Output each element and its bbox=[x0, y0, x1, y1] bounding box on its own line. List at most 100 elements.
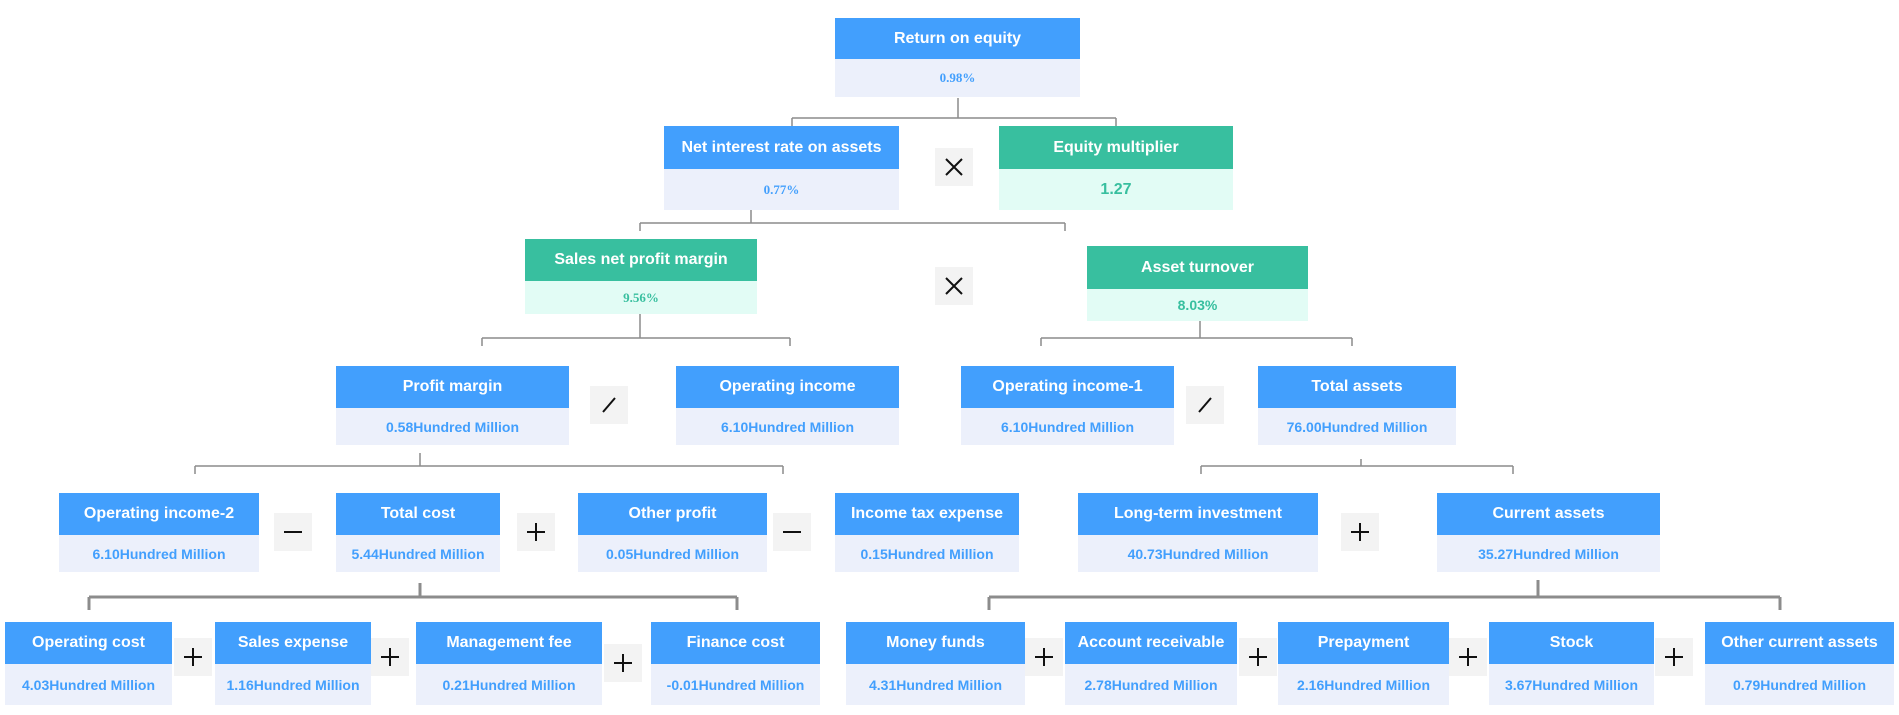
plus-operator bbox=[604, 644, 642, 682]
plus-icon bbox=[381, 648, 399, 666]
node-label: Prepayment bbox=[1278, 622, 1449, 664]
plus-icon bbox=[614, 654, 632, 672]
node-label: Current assets bbox=[1437, 493, 1660, 535]
minus-operator bbox=[773, 513, 811, 551]
node-label: Profit margin bbox=[336, 366, 569, 408]
node-management-fee[interactable]: Management fee 0.21Hundred Million bbox=[416, 622, 602, 705]
node-value: 3.67Hundred Million bbox=[1489, 664, 1654, 705]
plus-operator bbox=[174, 638, 212, 676]
node-value: 8.03% bbox=[1087, 289, 1308, 321]
minus-icon bbox=[783, 531, 801, 533]
divide-icon bbox=[1198, 397, 1212, 413]
divide-operator bbox=[1186, 386, 1224, 424]
times-icon bbox=[945, 277, 963, 295]
node-sales-net-profit-margin[interactable]: Sales net profit margin 9.56% bbox=[525, 239, 757, 314]
node-label: Account receivable bbox=[1065, 622, 1237, 664]
node-total-assets[interactable]: Total assets 76.00Hundred Million bbox=[1258, 366, 1456, 445]
divide-operator bbox=[590, 386, 628, 424]
node-label: Management fee bbox=[416, 622, 602, 664]
plus-icon bbox=[527, 523, 545, 541]
node-finance-cost[interactable]: Finance cost -0.01Hundred Million bbox=[651, 622, 820, 705]
multiply-operator bbox=[935, 267, 973, 305]
plus-icon bbox=[1459, 648, 1477, 666]
node-label: Finance cost bbox=[651, 622, 820, 664]
node-prepayment[interactable]: Prepayment 2.16Hundred Million bbox=[1278, 622, 1449, 705]
node-net-interest-rate-on-assets[interactable]: Net interest rate on assets 0.77% bbox=[664, 126, 899, 210]
plus-operator bbox=[371, 638, 409, 676]
plus-icon bbox=[1249, 648, 1267, 666]
node-equity-multiplier[interactable]: Equity multiplier 1.27 bbox=[999, 126, 1233, 210]
node-value: 0.05Hundred Million bbox=[578, 535, 767, 572]
node-stock[interactable]: Stock 3.67Hundred Million bbox=[1489, 622, 1654, 705]
times-icon bbox=[945, 158, 963, 176]
node-money-funds[interactable]: Money funds 4.31Hundred Million bbox=[846, 622, 1025, 705]
node-label: Long-term investment bbox=[1078, 493, 1318, 535]
node-value: -0.01Hundred Million bbox=[651, 664, 820, 705]
plus-icon bbox=[1665, 648, 1683, 666]
node-value: 4.31Hundred Million bbox=[846, 664, 1025, 705]
node-operating-cost[interactable]: Operating cost 4.03Hundred Million bbox=[5, 622, 172, 705]
node-value: 0.98% bbox=[835, 59, 1080, 97]
plus-icon bbox=[1035, 648, 1053, 666]
node-label: Money funds bbox=[846, 622, 1025, 664]
plus-operator bbox=[1341, 513, 1379, 551]
plus-operator bbox=[1025, 638, 1063, 676]
node-long-term-investment[interactable]: Long-term investment 40.73Hundred Millio… bbox=[1078, 493, 1318, 572]
node-label: Other profit bbox=[578, 493, 767, 535]
node-value: 35.27Hundred Million bbox=[1437, 535, 1660, 572]
node-label: Sales expense bbox=[215, 622, 371, 664]
node-label: Total assets bbox=[1258, 366, 1456, 408]
plus-operator bbox=[1449, 638, 1487, 676]
node-other-current-assets[interactable]: Other current assets 0.79Hundred Million bbox=[1705, 622, 1894, 705]
node-label: Total cost bbox=[336, 493, 500, 535]
node-value: 40.73Hundred Million bbox=[1078, 535, 1318, 572]
node-income-tax-expense[interactable]: Income tax expense 0.15Hundred Million bbox=[835, 493, 1019, 572]
plus-operator bbox=[1239, 638, 1277, 676]
node-return-on-equity[interactable]: Return on equity 0.98% bbox=[835, 18, 1080, 97]
node-label: Operating income-2 bbox=[59, 493, 259, 535]
node-sales-expense[interactable]: Sales expense 1.16Hundred Million bbox=[215, 622, 371, 705]
plus-operator bbox=[517, 513, 555, 551]
plus-icon bbox=[184, 648, 202, 666]
node-other-profit[interactable]: Other profit 0.05Hundred Million bbox=[578, 493, 767, 572]
node-label: Sales net profit margin bbox=[525, 239, 757, 281]
node-operating-income-2[interactable]: Operating income-2 6.10Hundred Million bbox=[59, 493, 259, 572]
multiply-operator bbox=[935, 148, 973, 186]
plus-icon bbox=[1351, 523, 1369, 541]
node-value: 2.16Hundred Million bbox=[1278, 664, 1449, 705]
node-value: 1.16Hundred Million bbox=[215, 664, 371, 705]
node-label: Operating income bbox=[676, 366, 899, 408]
node-label: Other current assets bbox=[1705, 622, 1894, 664]
node-profit-margin[interactable]: Profit margin 0.58Hundred Million bbox=[336, 366, 569, 445]
plus-operator bbox=[1655, 638, 1693, 676]
node-total-cost[interactable]: Total cost 5.44Hundred Million bbox=[336, 493, 500, 572]
node-value: 0.58Hundred Million bbox=[336, 408, 569, 445]
node-label: Stock bbox=[1489, 622, 1654, 664]
node-label: Income tax expense bbox=[835, 493, 1019, 535]
node-value: 0.79Hundred Million bbox=[1705, 664, 1894, 705]
node-label: Asset turnover bbox=[1087, 246, 1308, 289]
node-current-assets[interactable]: Current assets 35.27Hundred Million bbox=[1437, 493, 1660, 572]
node-value: 9.56% bbox=[525, 281, 757, 314]
node-label: Equity multiplier bbox=[999, 126, 1233, 169]
node-value: 4.03Hundred Million bbox=[5, 664, 172, 705]
node-value: 76.00Hundred Million bbox=[1258, 408, 1456, 445]
node-account-receivable[interactable]: Account receivable 2.78Hundred Million bbox=[1065, 622, 1237, 705]
node-value: 5.44Hundred Million bbox=[336, 535, 500, 572]
node-value: 2.78Hundred Million bbox=[1065, 664, 1237, 705]
node-operating-income-1[interactable]: Operating income-1 6.10Hundred Million bbox=[961, 366, 1174, 445]
node-operating-income[interactable]: Operating income 6.10Hundred Million bbox=[676, 366, 899, 445]
node-value: 6.10Hundred Million bbox=[59, 535, 259, 572]
node-value: 6.10Hundred Million bbox=[961, 408, 1174, 445]
node-label: Net interest rate on assets bbox=[664, 126, 899, 169]
node-value: 6.10Hundred Million bbox=[676, 408, 899, 445]
node-asset-turnover[interactable]: Asset turnover 8.03% bbox=[1087, 246, 1308, 321]
node-value: 0.21Hundred Million bbox=[416, 664, 602, 705]
node-label: Operating income-1 bbox=[961, 366, 1174, 408]
node-label: Return on equity bbox=[835, 18, 1080, 59]
node-label: Operating cost bbox=[5, 622, 172, 664]
divide-icon bbox=[602, 397, 616, 413]
node-value: 0.15Hundred Million bbox=[835, 535, 1019, 572]
